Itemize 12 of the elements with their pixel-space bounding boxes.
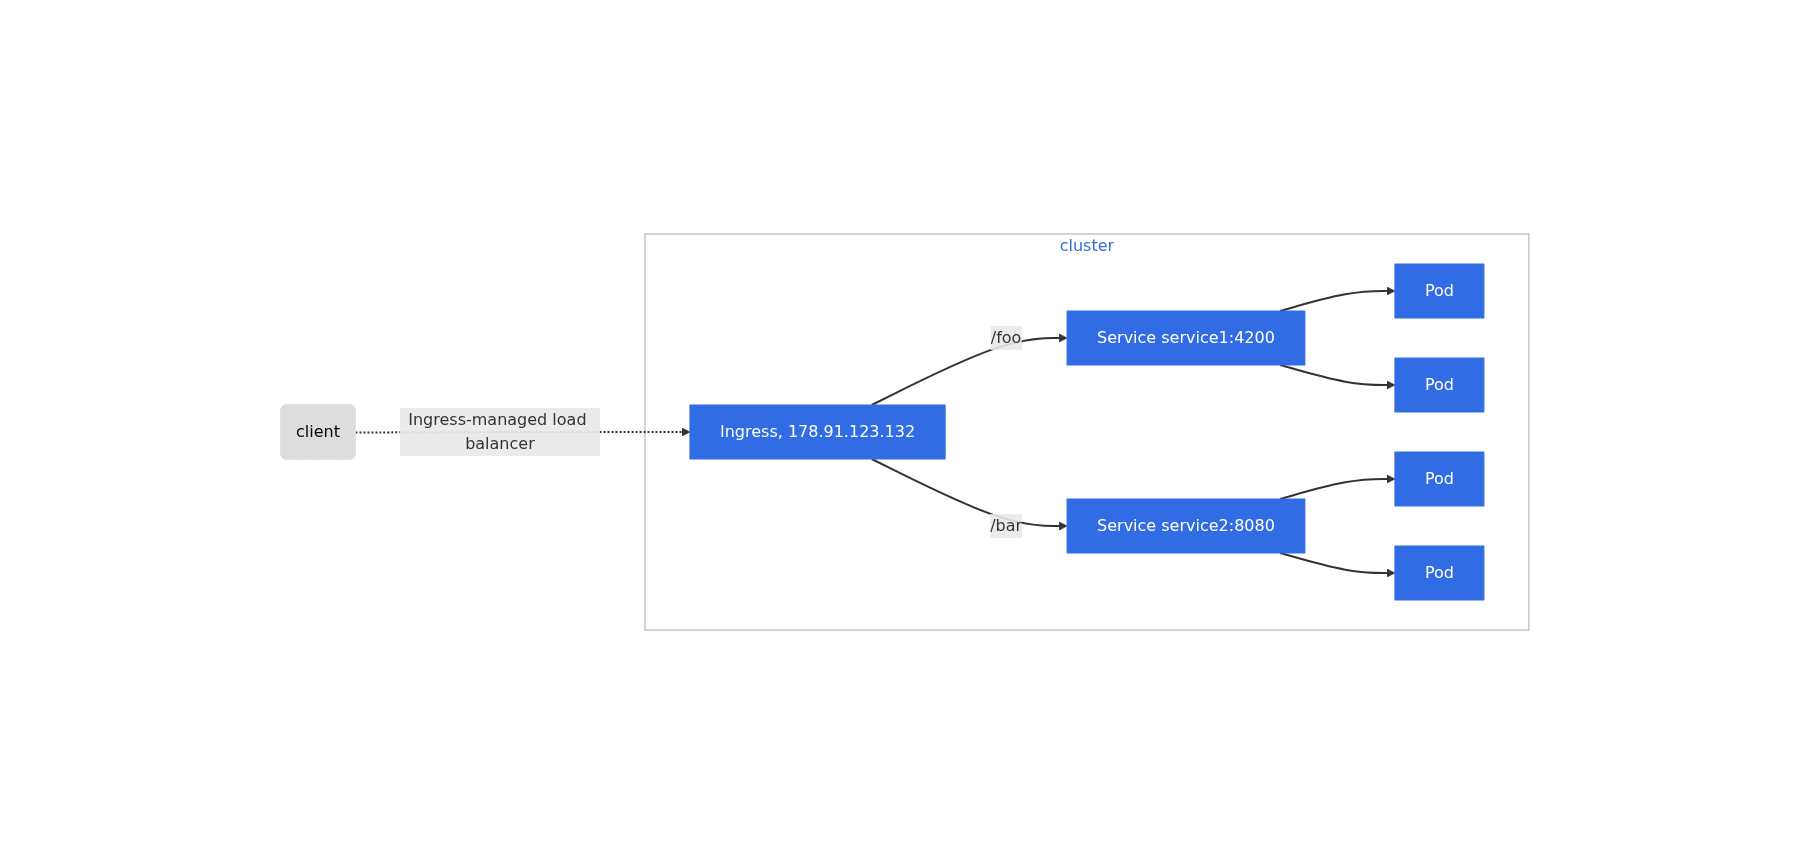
node-box: Pod bbox=[1394, 263, 1485, 319]
arrow bbox=[1279, 286, 1396, 312]
arrow bbox=[1279, 474, 1396, 500]
node-box: Pod bbox=[1394, 357, 1485, 413]
node-box: Ingress, 178.91.123.132 bbox=[689, 404, 946, 460]
node-box: Pod bbox=[1394, 545, 1485, 601]
node-box: Service service2:8080 bbox=[1066, 498, 1306, 554]
node-box: Pod bbox=[1394, 451, 1485, 507]
node-box: Service service1:4200 bbox=[1066, 310, 1306, 366]
edge-label: /foo bbox=[990, 328, 1022, 347]
edge-label: /bar bbox=[990, 516, 1023, 535]
edge-label: Ingress-managed load balancer bbox=[408, 410, 587, 453]
